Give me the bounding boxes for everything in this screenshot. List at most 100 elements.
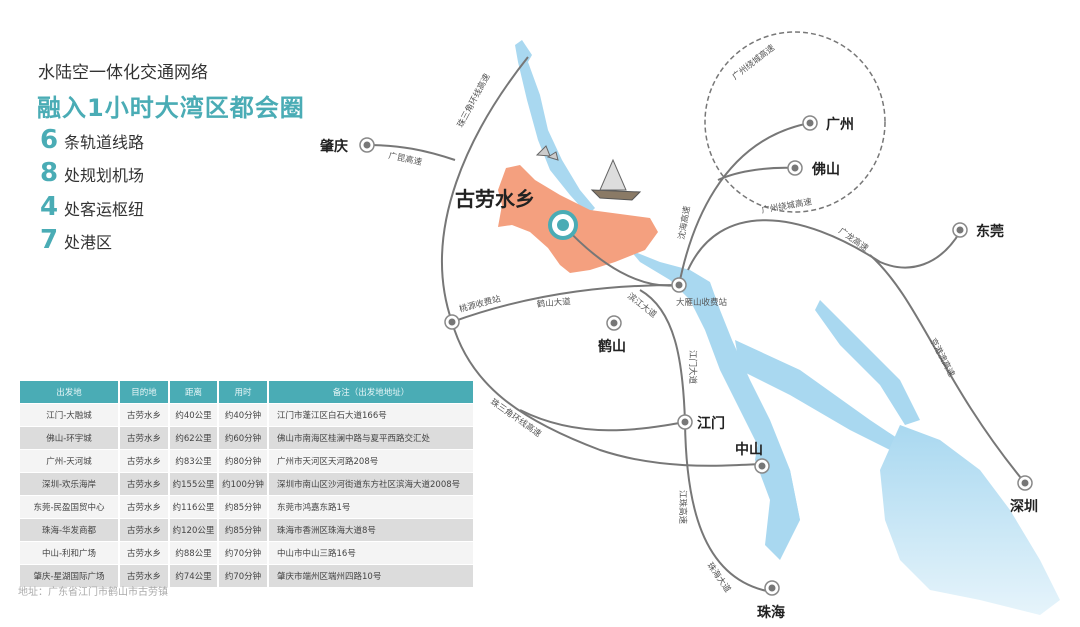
cell-distance: 约120公里 bbox=[170, 519, 217, 541]
stat-number: 6 bbox=[40, 125, 59, 155]
node-guangzhou bbox=[802, 115, 818, 131]
subtitle: 水陆空一体化交通网络 bbox=[38, 63, 208, 83]
cell-origin: 东莞-民盈国贸中心 bbox=[20, 496, 118, 518]
cell-destination: 古劳水乡 bbox=[120, 542, 168, 564]
travel-table: 出发地 目的地 距离 用时 备注（出发地地址） 江门-大融城古劳水乡约40公里约… bbox=[18, 380, 475, 588]
guangkun-road bbox=[366, 144, 456, 161]
node-taoyuan bbox=[444, 314, 460, 330]
cell-distance: 约62公里 bbox=[170, 427, 217, 449]
label-zhaoqing: 肇庆 bbox=[320, 138, 348, 155]
gulao-link-road bbox=[562, 224, 680, 287]
col-notes: 备注（出发地地址） bbox=[269, 381, 473, 403]
node-jiangmen bbox=[677, 414, 693, 430]
label-shenhai: 沈海高速 bbox=[676, 205, 693, 241]
cell-destination: 古劳水乡 bbox=[120, 473, 168, 495]
label-jiangmen: 江门 bbox=[697, 415, 725, 432]
col-distance: 距离 bbox=[170, 381, 217, 403]
node-zhongshan bbox=[754, 458, 770, 474]
stat-airports: 8 处规划机场 bbox=[40, 158, 144, 188]
label-guangzhou: 广州 bbox=[826, 116, 854, 133]
cell-destination: 古劳水乡 bbox=[120, 519, 168, 541]
cell-notes: 深圳市南山区沙河街道东方社区滨海大道2008号 bbox=[269, 473, 473, 495]
cell-destination: 古劳水乡 bbox=[120, 565, 168, 587]
cell-distance: 约88公里 bbox=[170, 542, 217, 564]
stat-number: 8 bbox=[40, 158, 59, 188]
stat-text: 处规划机场 bbox=[64, 166, 145, 185]
table-row: 佛山-环宇城古劳水乡约62公里约60分钟佛山市南海区桂澜中路与夏平西路交汇处 bbox=[20, 427, 473, 449]
table-row: 江门-大融城古劳水乡约40公里约40分钟江门市蓬江区白石大道166号 bbox=[20, 404, 473, 426]
col-destination: 目的地 bbox=[120, 381, 168, 403]
cell-time: 约85分钟 bbox=[219, 496, 267, 518]
label-binjiang-ave: 滨江大道 bbox=[625, 291, 659, 321]
col-time: 用时 bbox=[219, 381, 267, 403]
label-jiangzhu: 江珠高速 bbox=[677, 490, 688, 525]
label-zhuhai-ave: 珠海大道 bbox=[705, 560, 734, 595]
cell-time: 约80分钟 bbox=[219, 450, 267, 472]
cell-distance: 约116公里 bbox=[170, 496, 217, 518]
label-dayanshan-toll: 大雁山收费站 bbox=[676, 297, 728, 308]
cell-origin: 深圳-欢乐海岸 bbox=[20, 473, 118, 495]
label-dongguan: 东莞 bbox=[976, 223, 1004, 240]
cell-origin: 珠海-华发商都 bbox=[20, 519, 118, 541]
cell-time: 约70分钟 bbox=[219, 542, 267, 564]
label-heshan: 鹤山 bbox=[598, 338, 626, 355]
label-zhuhai: 珠海 bbox=[757, 604, 785, 621]
cell-origin: 肇庆-星湖国际广场 bbox=[20, 565, 118, 587]
page-title: 融入1小时大湾区都会圈 bbox=[37, 94, 305, 122]
cell-time: 约40分钟 bbox=[219, 404, 267, 426]
stat-text: 条轨道线路 bbox=[64, 133, 145, 152]
stat-text: 处港区 bbox=[64, 233, 113, 252]
jinggangao-road bbox=[869, 254, 1026, 484]
cell-destination: 古劳水乡 bbox=[120, 450, 168, 472]
cell-destination: 古劳水乡 bbox=[120, 404, 168, 426]
label-jinggangao: 京港澳高速 bbox=[927, 336, 957, 379]
cell-distance: 约74公里 bbox=[170, 565, 217, 587]
sailboat-icon bbox=[590, 158, 642, 201]
node-dongguan bbox=[952, 222, 968, 238]
cell-origin: 江门-大融城 bbox=[20, 404, 118, 426]
cell-origin: 中山-利和广场 bbox=[20, 542, 118, 564]
table-row: 肇庆-星湖国际广场古劳水乡约74公里约70分钟肇庆市端州区端州四路10号 bbox=[20, 565, 473, 587]
cell-notes: 中山市中山三路16号 bbox=[269, 542, 473, 564]
label-foshan: 佛山 bbox=[811, 161, 840, 178]
cell-distance: 约83公里 bbox=[170, 450, 217, 472]
birds-icon bbox=[535, 145, 559, 161]
table-row: 东莞-民盈国贸中心古劳水乡约116公里约85分钟东莞市鸿嘉东路1号 bbox=[20, 496, 473, 518]
node-foshan bbox=[787, 160, 803, 176]
jiangmen-ave-road bbox=[639, 289, 773, 593]
cell-origin: 广州-天河城 bbox=[20, 450, 118, 472]
address: 地址：广东省江门市鹤山市古劳镇 bbox=[18, 587, 168, 598]
cell-notes: 江门市蓬江区白石大道166号 bbox=[269, 404, 473, 426]
stat-number: 4 bbox=[40, 192, 59, 222]
label-zhongshan: 中山 bbox=[735, 441, 763, 458]
gulao-area bbox=[498, 165, 658, 273]
cell-time: 约100分钟 bbox=[219, 473, 267, 495]
node-dayanshan bbox=[671, 277, 687, 293]
stat-rail: 6 条轨道线路 bbox=[40, 125, 144, 155]
table-row: 深圳-欢乐海岸古劳水乡约155公里约100分钟深圳市南山区沙河街道东方社区滨海大… bbox=[20, 473, 473, 495]
cell-notes: 佛山市南海区桂澜中路与夏平西路交汇处 bbox=[269, 427, 473, 449]
node-zhaoqing bbox=[359, 137, 375, 153]
cell-origin: 佛山-环宇城 bbox=[20, 427, 118, 449]
prd-ring-road bbox=[441, 56, 763, 467]
label-guangkun: 广昆高速 bbox=[387, 150, 423, 168]
cell-notes: 东莞市鸿嘉东路1号 bbox=[269, 496, 473, 518]
node-zhuhai bbox=[764, 580, 780, 596]
label-shenzhen: 深圳 bbox=[1010, 498, 1038, 515]
cell-notes: 广州市天河区天河路208号 bbox=[269, 450, 473, 472]
cell-time: 约70分钟 bbox=[219, 565, 267, 587]
table-row: 珠海-华发商都古劳水乡约120公里约85分钟珠海市香洲区珠海大道8号 bbox=[20, 519, 473, 541]
label-heshan-ave: 鹤山大道 bbox=[536, 296, 571, 310]
label-prd-ring-south: 珠三角环线高速 bbox=[488, 396, 543, 439]
cell-distance: 约155公里 bbox=[170, 473, 217, 495]
guangzhou-ring-circle bbox=[704, 31, 886, 213]
guanglong-road bbox=[687, 219, 961, 271]
cell-notes: 肇庆市端州区端州四路10号 bbox=[269, 565, 473, 587]
cell-destination: 古劳水乡 bbox=[120, 496, 168, 518]
node-shenzhen bbox=[1017, 475, 1033, 491]
river-network bbox=[515, 40, 1060, 615]
node-heshan bbox=[606, 315, 622, 331]
destination-label: 古劳水乡 bbox=[455, 187, 535, 211]
